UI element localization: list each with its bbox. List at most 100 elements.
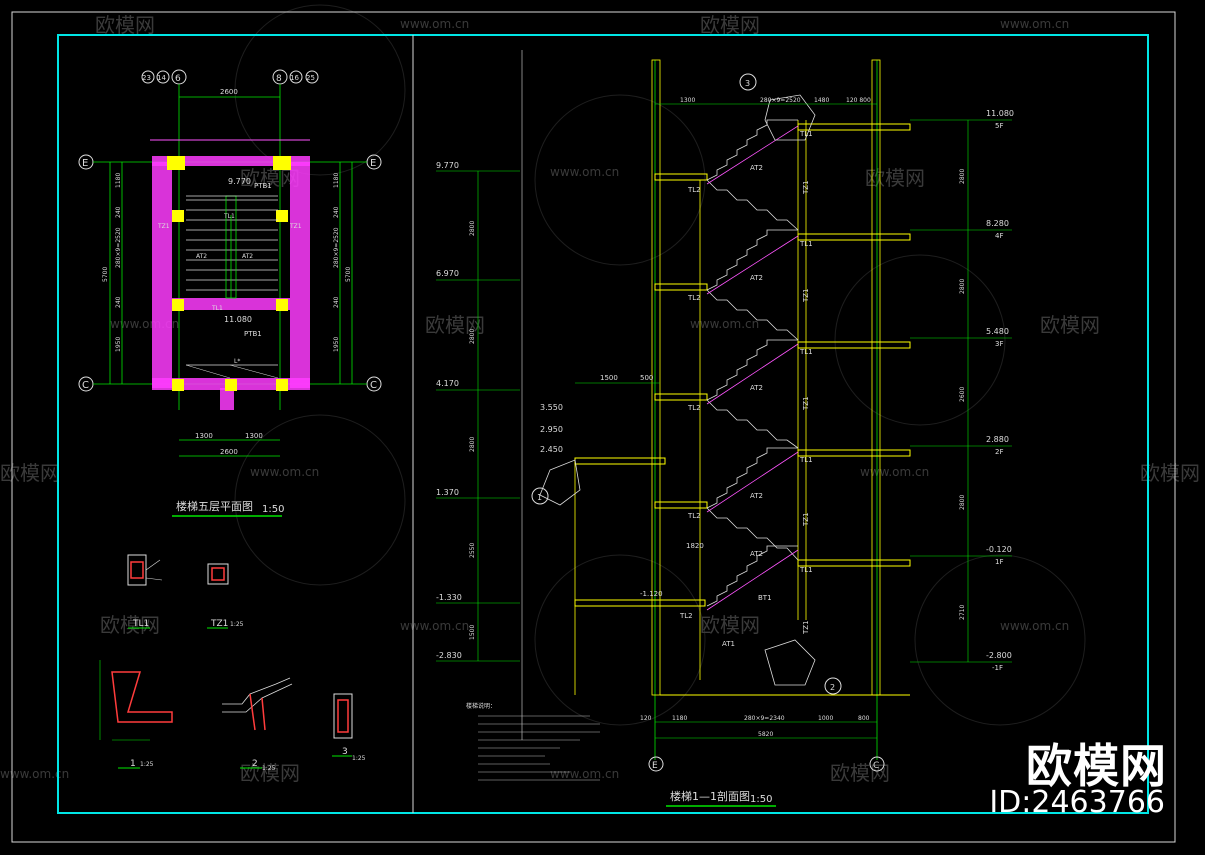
- top-dim: 280×9=2520: [760, 97, 801, 104]
- elev-left: -1.330: [436, 593, 462, 602]
- dim-label: 1300: [245, 432, 263, 440]
- axis-label: 25: [306, 74, 315, 82]
- watermarks: 欧模网 www.om.cn 欧模网 www.om.cn 欧模网 欧模网 www.…: [0, 4, 1200, 785]
- floor-label: -1F: [992, 664, 1003, 672]
- dim-label: 280×9=2520: [333, 227, 340, 268]
- detail-tl1-label: TL1: [132, 619, 149, 629]
- section-title: 楼梯1—1剖面图: [670, 789, 750, 803]
- section-callout-3: 3: [745, 79, 750, 88]
- plan-tl1-mid: TL1: [211, 305, 223, 312]
- stair-tl1: TL1: [799, 348, 813, 356]
- stair-at2: AT2: [750, 274, 763, 282]
- detail-1-scale: 1:25: [140, 761, 154, 768]
- dim-total: 5820: [758, 731, 773, 738]
- stair-tz1: TZ1: [802, 512, 810, 527]
- section-axis-c: C: [873, 761, 879, 771]
- watermark-text: www.om.cn: [1000, 619, 1069, 633]
- elev-left: 6.970: [436, 269, 459, 278]
- watermark-text: 欧模网: [865, 166, 925, 190]
- stair-tl2: TL2: [687, 294, 701, 302]
- axis-c-left: C: [82, 380, 89, 391]
- dim-label: 240: [333, 206, 340, 218]
- stair-tl1: TL1: [799, 456, 813, 464]
- brand-logo-text: 欧模网: [1026, 739, 1167, 793]
- elev-right: 5.480: [986, 327, 1009, 336]
- watermark-text: www.om.cn: [400, 619, 469, 633]
- outer-frame: [11, 11, 1176, 843]
- axis-label: 14: [157, 74, 166, 82]
- elev-right: -2.800: [986, 651, 1012, 660]
- elev-right: -0.120: [986, 545, 1012, 554]
- dim-left: 2800: [469, 437, 476, 452]
- dim-label: 240: [115, 296, 122, 308]
- stair-at2: AT2: [750, 492, 763, 500]
- watermark-text: 欧模网: [95, 13, 155, 37]
- detail-3-label: 3: [342, 747, 348, 757]
- image-id: ID:2463766: [989, 785, 1165, 820]
- dim-label: 5700: [345, 267, 352, 282]
- dim-right: 2800: [959, 495, 966, 510]
- watermark-text: www.om.cn: [250, 465, 319, 479]
- dim-label: 240: [333, 296, 340, 308]
- cyan-frame: [57, 34, 1149, 814]
- axis-e-right: E: [370, 158, 376, 169]
- watermark-text: 欧模网: [1040, 313, 1100, 337]
- stair-tl2: TL2: [687, 186, 701, 194]
- elev-left: 1.370: [436, 488, 459, 497]
- plan-at2-right: AT2: [242, 253, 253, 260]
- floor-label: 3F: [995, 340, 1003, 348]
- watermark-text: www.om.cn: [550, 767, 619, 781]
- dim-bottom: 800: [858, 715, 870, 722]
- axis-e-left: E: [82, 158, 88, 169]
- elev-left: 4.170: [436, 379, 459, 388]
- floor-label: 2F: [995, 448, 1003, 456]
- plan-ptb1-top: PTB1: [254, 182, 272, 190]
- plan-title: 楼梯五层平面图: [176, 499, 253, 513]
- dim-right: 2710: [959, 605, 966, 620]
- floor-label: 5F: [995, 122, 1003, 130]
- stair-bt1: BT1: [758, 594, 772, 602]
- axis-c-right: C: [370, 380, 377, 391]
- dim-label: 2600: [220, 88, 238, 96]
- floor-label: 1F: [995, 558, 1003, 566]
- elev-right: 11.080: [986, 109, 1014, 118]
- stair-tl2: TL2: [687, 404, 701, 412]
- watermark-text: www.om.cn: [400, 17, 469, 31]
- watermark-text: 欧模网: [100, 613, 160, 637]
- top-dim: 1480: [814, 97, 829, 104]
- plan-ptb1-mid: PTB1: [244, 330, 262, 338]
- section-axis-e: E: [652, 761, 658, 771]
- top-dim: 120 800: [846, 97, 871, 104]
- stair-tz1: TZ1: [802, 620, 810, 635]
- dim-label: 240: [115, 206, 122, 218]
- detail-tz1-scale: 1:25: [230, 621, 244, 628]
- elev-left: 2.450: [540, 445, 563, 454]
- elev-right: 2.880: [986, 435, 1009, 444]
- section-callout-1: 1: [537, 493, 542, 502]
- dim-bottom: 120: [640, 715, 652, 722]
- detail-3-scale: 1:25: [352, 755, 366, 762]
- detail-1-label: 1: [130, 759, 136, 769]
- plan-at2-left: AT2: [196, 253, 207, 260]
- watermark-text: 欧模网: [1140, 461, 1200, 485]
- stair-tz1: TZ1: [802, 396, 810, 411]
- dim-left: 1500: [469, 625, 476, 640]
- floor-label: 4F: [995, 232, 1003, 240]
- detail-2-label: 2: [252, 759, 258, 769]
- section-callout-2: 2: [830, 683, 835, 692]
- stair-section: 3 1 2 9.770 6.970 4.170 3.550 2.950 2.45…: [436, 50, 1014, 807]
- beam-details: TL1 TZ1 1:25 1 1:25 2 1:25 3 1:25: [99, 554, 366, 772]
- dim-left: 2550: [469, 543, 476, 558]
- elev-left: 2.950: [540, 425, 563, 434]
- dim-label: 5700: [102, 267, 109, 282]
- axis-label: 8: [276, 74, 282, 84]
- notes-title: 楼梯说明：: [466, 702, 496, 710]
- elev-left: -2.830: [436, 651, 462, 660]
- watermark-text: www.om.cn: [690, 317, 759, 331]
- plan-tl1-top: TL1: [223, 213, 235, 220]
- plan-elev-mid: 11.080: [224, 315, 252, 324]
- watermark-text: www.om.cn: [0, 767, 69, 781]
- dim-bottom: 1000: [818, 715, 833, 722]
- watermark-text: www.om.cn: [550, 165, 619, 179]
